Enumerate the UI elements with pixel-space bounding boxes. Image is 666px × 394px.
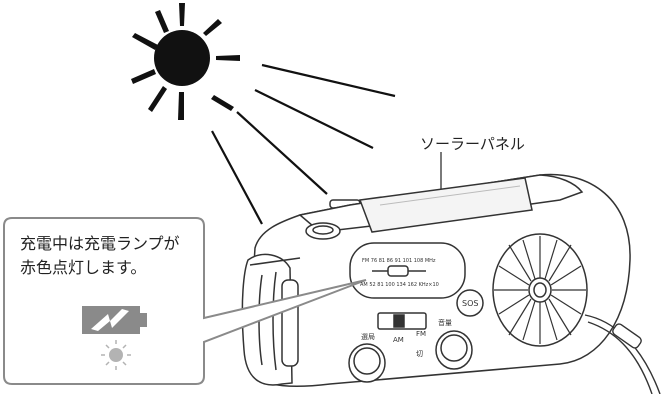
solar-panel bbox=[358, 177, 533, 233]
tuning-label: 選局 bbox=[361, 332, 375, 341]
solar-panel-label: ソーラーパネル bbox=[420, 135, 525, 153]
radio-device bbox=[241, 173, 631, 388]
sun-icon bbox=[131, 3, 240, 120]
volume-label: 音量 bbox=[438, 318, 452, 327]
am-switch-label: AM bbox=[393, 336, 404, 344]
callout-text-line2: 赤色点灯します。 bbox=[20, 258, 147, 277]
am-scale-text: AM 52 81 100 134 162 KHz×10 bbox=[360, 282, 439, 288]
callout-text-line1: 充電中は充電ランプが bbox=[20, 234, 180, 253]
wrist-strap bbox=[584, 314, 661, 394]
off-label: 切 bbox=[416, 350, 423, 358]
callout bbox=[3, 217, 367, 385]
sun-rays bbox=[211, 63, 396, 225]
lamp-lit-icon bbox=[101, 340, 131, 370]
speaker-grille bbox=[494, 236, 586, 344]
sos-button-label: SOS bbox=[462, 299, 478, 308]
fm-switch-label: FM bbox=[416, 330, 426, 338]
battery-charging-icon bbox=[82, 306, 147, 334]
fm-scale-text: FM 76 81 86 91 101 108 MHz bbox=[362, 258, 436, 264]
